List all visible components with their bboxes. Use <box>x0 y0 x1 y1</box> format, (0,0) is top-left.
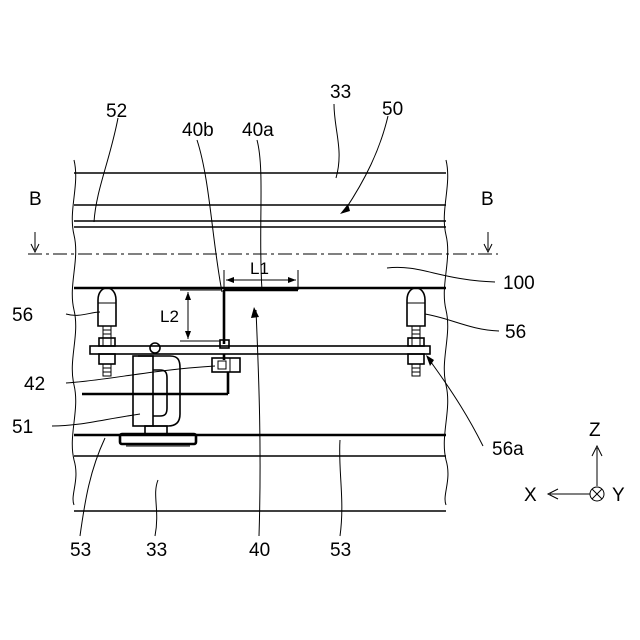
top-rail-33 <box>74 173 446 205</box>
section-line-b-b <box>28 232 498 254</box>
label-56-right: 56 <box>505 322 526 343</box>
dimension-l2 <box>180 290 222 341</box>
label-53-left: 53 <box>70 540 91 561</box>
label-100: 100 <box>503 273 535 294</box>
label-50: 50 <box>382 99 403 120</box>
label-40: 40 <box>249 540 270 561</box>
label-b-left: B <box>29 189 42 210</box>
stud-56-left <box>98 288 116 376</box>
label-51: 51 <box>12 417 33 438</box>
fastener-42 <box>212 358 240 372</box>
axis-z-label: Z <box>589 420 601 441</box>
label-40a: 40a <box>242 120 274 141</box>
stud-56-right <box>407 288 425 376</box>
label-l1: L1 <box>250 259 269 278</box>
label-l2: L2 <box>160 307 179 326</box>
label-53-right: 53 <box>330 540 351 561</box>
label-33-bottom: 33 <box>146 540 167 561</box>
reference-labels: 33 52 40b 40a 50 B B L1 L2 100 56 56 42 … <box>12 82 535 561</box>
axis-x-label: X <box>524 485 537 506</box>
label-b-right: B <box>481 189 494 210</box>
break-line-right <box>444 160 448 505</box>
label-56-left: 56 <box>12 305 33 326</box>
member-52-rails <box>74 221 446 227</box>
label-56a: 56a <box>492 439 524 460</box>
leader-lines <box>52 104 499 536</box>
axis-y-label: Y <box>612 485 625 506</box>
coordinate-axes: Z X Y <box>524 420 625 506</box>
break-line-left <box>72 160 76 505</box>
label-42: 42 <box>24 374 45 395</box>
label-40b: 40b <box>182 120 214 141</box>
plate-56a <box>90 346 430 354</box>
label-33-top: 33 <box>330 82 351 103</box>
label-52: 52 <box>106 101 127 122</box>
